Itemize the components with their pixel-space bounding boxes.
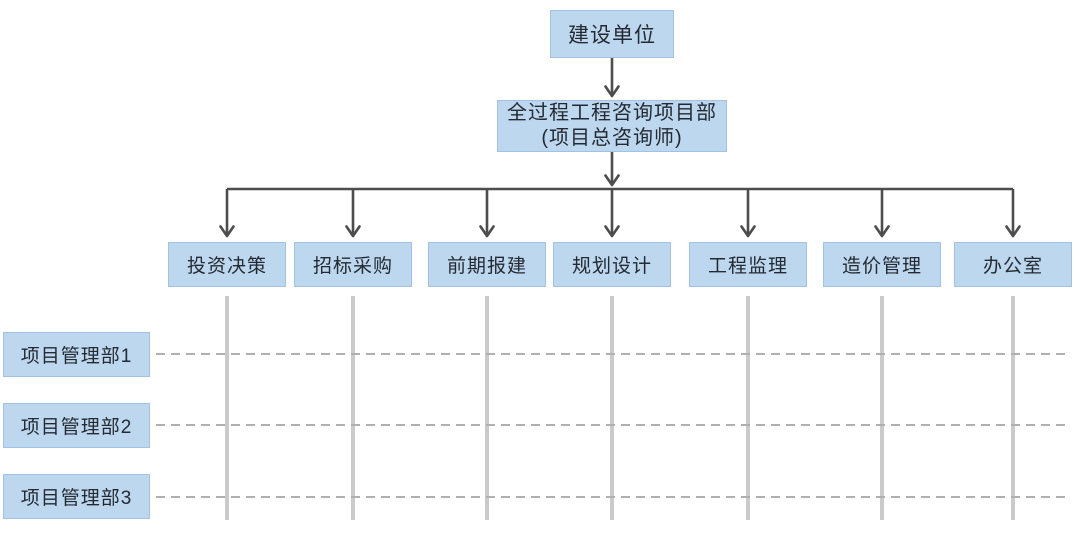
node-investment-decision: 投资决策 [168,242,286,287]
node-label: 前期报建 [446,256,527,277]
node-label: 造价管理 [841,256,922,277]
node-label-line2: (项目总咨询师) [541,127,683,149]
node-label: 项目管理部3 [20,488,133,509]
node-preconstruction-approval: 前期报建 [428,242,546,287]
matrix-column-lines [225,296,1015,520]
node-consulting-project-dept: 全过程工程咨询项目部 (项目总咨询师) [497,100,727,152]
node-project-mgmt-dept-1: 项目管理部1 [3,332,150,377]
node-project-mgmt-dept-3: 项目管理部3 [3,474,150,519]
node-bidding-procurement: 招标采购 [294,242,412,287]
node-label: 招标采购 [312,256,393,277]
node-construction-unit: 建设单位 [550,10,674,58]
node-engineering-supervision: 工程监理 [689,242,807,287]
node-label: 工程监理 [707,256,788,277]
node-label: 投资决策 [186,256,267,277]
node-office: 办公室 [954,242,1072,287]
node-label-line1: 全过程工程咨询项目部 [507,102,717,124]
node-project-mgmt-dept-2: 项目管理部2 [3,403,150,448]
node-cost-management: 造价管理 [823,242,941,287]
node-label: 项目管理部2 [20,417,133,438]
matrix-row-dashed-lines [156,353,1071,498]
node-label: 办公室 [982,256,1043,277]
node-label: 建设单位 [568,24,656,47]
node-planning-design: 规划设计 [553,242,671,287]
node-label: 规划设计 [571,256,652,277]
node-label: 项目管理部1 [20,346,133,367]
hierarchy-connectors [219,58,1021,238]
